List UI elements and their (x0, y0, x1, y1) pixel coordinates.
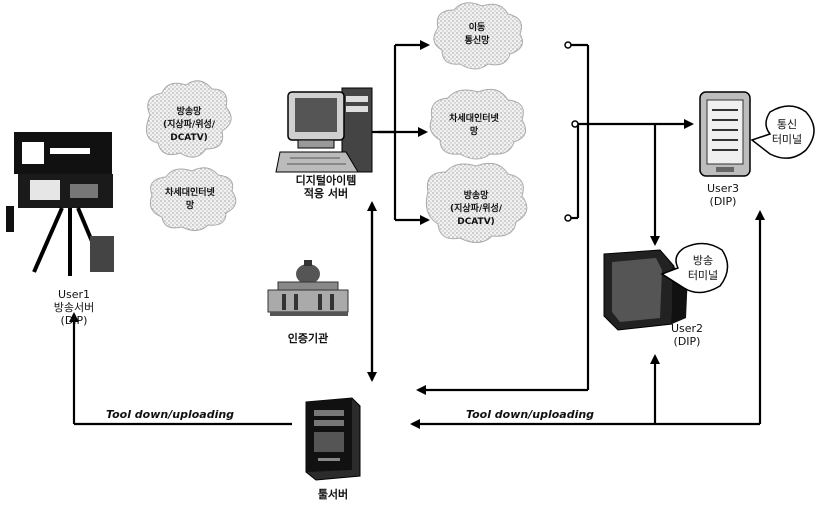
user3-label: User3 (DIP) (706, 182, 740, 208)
tool-server-icon (305, 397, 361, 481)
connections (69, 40, 765, 429)
cloud-broadcast-label: 방송망 (지상파/위성/ DCATV) (449, 191, 503, 227)
adaptation-server-label: 디지털아이템 적응 서버 (295, 174, 357, 200)
cloud-broadcast (425, 162, 528, 243)
cloud-internet (429, 88, 527, 160)
cloud-left-internet (149, 167, 237, 231)
cloud-mobile-label: 이동 통신망 (464, 23, 490, 46)
user1-label: User1 방송서버 (DIP) (53, 288, 95, 327)
building-icon (267, 260, 349, 316)
tool-left-label: Tool down/uploading (106, 408, 235, 421)
junction-dots (564, 41, 579, 222)
user2-label: User2 (DIP) (670, 322, 704, 348)
pda-icon (699, 91, 751, 177)
broadcast-camera-icon (6, 132, 114, 276)
cloud-left-internet-label: 차세대인터넷 망 (165, 188, 215, 211)
bubble-comm-text: 통신 터미널 (771, 118, 803, 146)
cloud-internet-label: 차세대인터넷 망 (449, 114, 499, 137)
bubble-broadcast-text: 방송 터미널 (687, 254, 719, 282)
cloud-left-broadcast (145, 80, 232, 158)
cloud-left-broadcast-label: 방송망 (지상파/위성/ DCATV) (162, 107, 216, 143)
tool-right-label: Tool down/uploading (466, 408, 595, 421)
bubble-broadcast-terminal (660, 242, 729, 294)
cert-authority-label: 인증기관 (287, 332, 329, 345)
adaptation-server-icon (275, 87, 373, 173)
cloud-mobile (433, 2, 523, 70)
tool-server-label: 툴서버 (317, 488, 349, 501)
bubble-comm-terminal (750, 105, 815, 159)
